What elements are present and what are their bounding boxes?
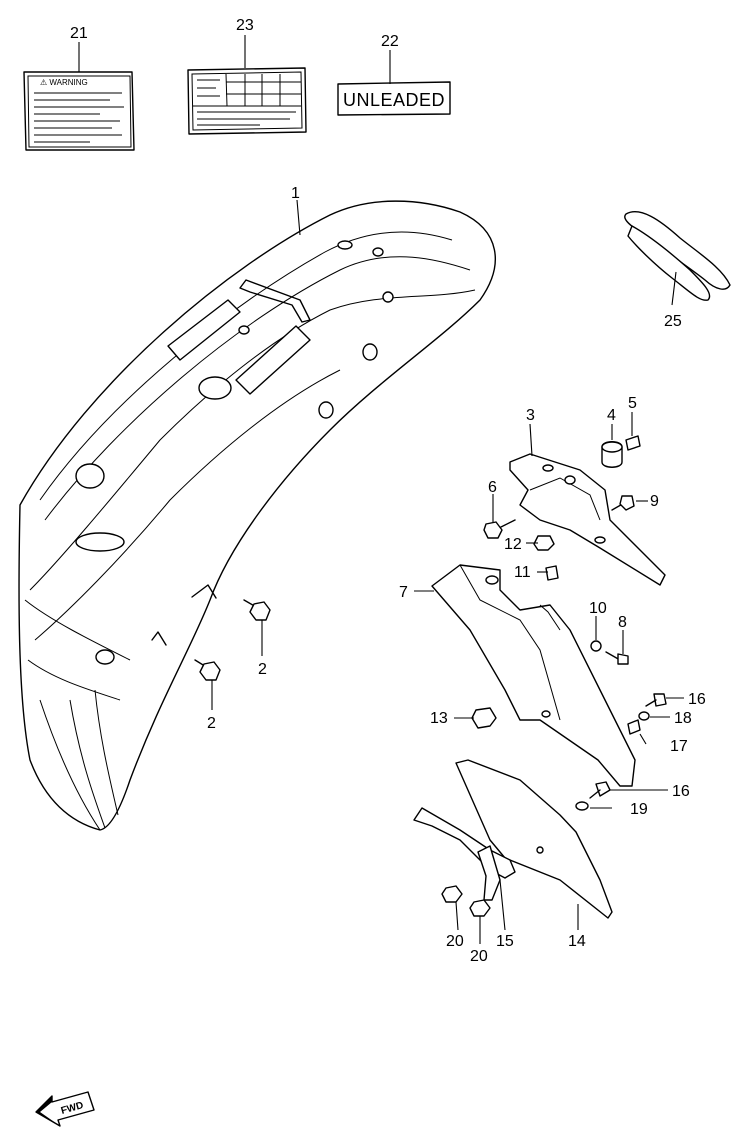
callout-18: 18 (674, 710, 692, 727)
part-5-collar[interactable] (625, 435, 641, 451)
callout-9: 9 (650, 493, 659, 510)
callout-23: 23 (236, 17, 254, 34)
part-17-collar[interactable] (627, 719, 641, 735)
callout-20-right: 20 (470, 948, 488, 965)
callout-20-left: 20 (446, 933, 464, 950)
callout-2-upper: 2 (258, 661, 267, 678)
part-16-screw-upper[interactable] (645, 693, 667, 707)
part-7-lower-bracket[interactable] (431, 564, 636, 787)
callout-2-lower: 2 (207, 715, 216, 732)
part-25-clip[interactable] (624, 211, 731, 301)
part-12-nut[interactable] (533, 535, 555, 551)
callout-5: 5 (628, 395, 637, 412)
part-19-washer[interactable] (575, 801, 589, 811)
callout-16-upper: 16 (688, 691, 706, 708)
callout-10: 10 (589, 600, 607, 617)
part-6-bolt[interactable] (483, 519, 516, 539)
part-13-nut[interactable] (471, 707, 497, 729)
warning-label-text: ⚠ WARNING (40, 78, 88, 87)
callout-6: 6 (488, 479, 497, 496)
part-11-spacer[interactable] (545, 565, 559, 581)
part-20-nut-left[interactable] (441, 885, 463, 903)
callout-14: 14 (568, 933, 586, 950)
callout-21: 21 (70, 25, 88, 42)
callout-7: 7 (399, 584, 408, 601)
part-1-rear-fender[interactable] (18, 200, 496, 831)
leader-lines (78, 35, 684, 944)
part-3-bracket[interactable] (509, 453, 666, 586)
callout-25: 25 (664, 313, 682, 330)
part-8-screw[interactable] (605, 651, 629, 665)
part-21-warning-label[interactable]: ⚠ WARNING (23, 71, 135, 151)
callout-19: 19 (630, 801, 648, 818)
callout-1: 1 (291, 185, 300, 202)
callout-16-lower: 16 (672, 783, 690, 800)
forward-arrow-icon: FWD (35, 1091, 95, 1127)
part-20-nut-right[interactable] (469, 899, 491, 917)
callout-12: 12 (504, 536, 522, 553)
callout-15: 15 (496, 933, 514, 950)
part-4-grommet[interactable] (601, 441, 623, 468)
callout-17: 17 (670, 738, 688, 755)
part-23-info-label[interactable] (187, 67, 307, 135)
callout-22: 22 (381, 33, 399, 50)
callout-13: 13 (430, 710, 448, 727)
part-18-washer[interactable] (638, 711, 650, 721)
part-2-bolt-upper[interactable] (243, 599, 271, 621)
part-10-washer[interactable] (590, 640, 602, 652)
part-9-screw[interactable] (611, 495, 635, 511)
unleaded-label-text: UNLEADED (343, 90, 445, 110)
callout-11: 11 (514, 564, 531, 581)
callout-8: 8 (618, 614, 627, 631)
part-2-bolt-lower[interactable] (194, 659, 221, 681)
callout-3: 3 (526, 407, 535, 424)
part-22-unleaded-label[interactable]: UNLEADED (337, 81, 451, 116)
part-16-screw-lower[interactable] (589, 781, 611, 799)
part-14-plate[interactable] (455, 759, 613, 919)
part-15-hanger[interactable] (413, 807, 516, 901)
callout-4: 4 (607, 407, 616, 424)
